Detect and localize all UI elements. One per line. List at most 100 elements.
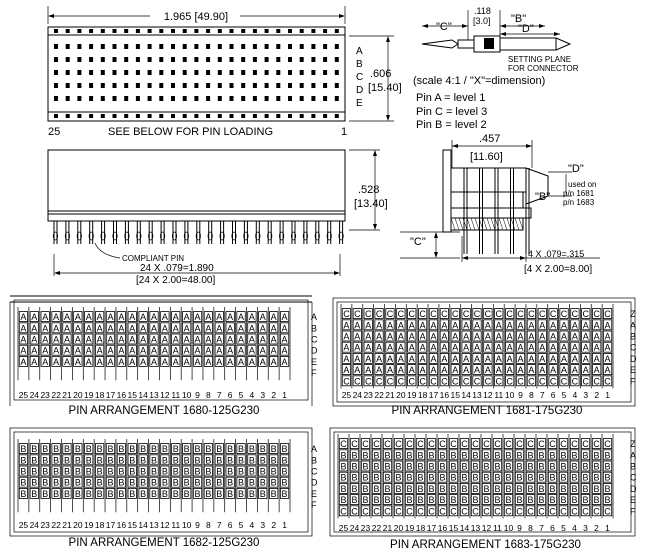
pin-cell: A: [420, 354, 426, 364]
pin-cell: B: [97, 444, 103, 454]
pin-cell: C: [582, 506, 589, 516]
pin-cell: A: [173, 335, 179, 345]
pin-cell: A: [97, 346, 103, 356]
pin-cell: A: [441, 354, 447, 364]
pin-cell: A: [260, 323, 266, 333]
pin-cell: A: [496, 332, 502, 342]
column-number: 9: [195, 520, 200, 530]
pin-cell: C: [373, 506, 380, 516]
pin-cell: B: [373, 462, 379, 472]
pin-cell: B: [351, 462, 357, 472]
pin-cell: C: [387, 309, 394, 319]
pin-cell: B: [86, 478, 92, 488]
pin-cell: A: [539, 320, 545, 330]
pin-cell: A: [216, 312, 222, 322]
top-row-label: C: [356, 72, 363, 83]
pin-cell: B: [549, 450, 555, 460]
pin-cell: B: [107, 444, 113, 454]
level-line: Pin C = level 3: [416, 106, 487, 118]
pin-cell: A: [97, 312, 103, 322]
column-number: 14: [461, 390, 471, 400]
column-number: 5: [562, 390, 567, 400]
pin-cell: A: [343, 365, 349, 375]
pin-cell: C: [539, 309, 546, 319]
pin-cell: C: [561, 376, 568, 386]
pin-cell: B: [118, 467, 124, 477]
pin-cell: B: [162, 467, 168, 477]
pin-cell: A: [64, 335, 70, 345]
pin-cell: C: [419, 309, 426, 319]
column-number: 13: [472, 390, 482, 400]
pin-cell: A: [260, 335, 266, 345]
pin-cell: B: [362, 495, 368, 505]
pin-cell: A: [474, 332, 480, 342]
pin-cell: A: [507, 354, 513, 364]
column-number: 17: [427, 523, 437, 533]
pin-cell: A: [129, 312, 135, 322]
pin-cell: B: [428, 484, 434, 494]
pin-cell: B: [494, 462, 500, 472]
row-letter: D: [630, 354, 637, 364]
column-number: 8: [206, 390, 211, 400]
pin-cell: A: [107, 323, 113, 333]
pin-cell: B: [450, 450, 456, 460]
row-letter: A: [311, 312, 317, 322]
pin-cell: B: [42, 478, 48, 488]
column-number: 9: [518, 390, 523, 400]
pin-cell: A: [572, 365, 578, 375]
pin-cell: A: [31, 357, 37, 367]
pin-cell: B: [195, 478, 201, 488]
pin-cell: B: [195, 444, 201, 454]
pin-cell: B: [64, 467, 70, 477]
pin-cell: B: [97, 489, 103, 499]
pin-cell: B: [516, 473, 522, 483]
pin-cell: B: [227, 489, 233, 499]
pin-cell: C: [408, 309, 415, 319]
pin-cell: B: [406, 450, 412, 460]
pin-cell: A: [282, 346, 288, 356]
column-number: 14: [138, 390, 148, 400]
row-letter: D: [630, 484, 637, 494]
pin-cell: C: [354, 309, 361, 319]
column-number: 4: [250, 390, 255, 400]
top-height-inch: .606: [370, 68, 391, 80]
pin-cell: C: [408, 376, 415, 386]
pin-cell: B: [384, 462, 390, 472]
column-number: 16: [438, 523, 448, 533]
pin-cell: C: [517, 376, 524, 386]
pin-cell: A: [227, 357, 233, 367]
pin-cell: A: [528, 343, 534, 353]
pin-cell: B: [560, 473, 566, 483]
row-letter: E: [630, 365, 636, 375]
pin-cell: A: [452, 332, 458, 342]
row-letter: B: [311, 455, 317, 465]
pin-cell: B: [162, 478, 168, 488]
pin-cell: B: [31, 489, 37, 499]
pin-cell: A: [420, 343, 426, 353]
pin-cell: C: [419, 376, 426, 386]
column-number: 24: [30, 520, 40, 530]
pin-cell: B: [604, 473, 610, 483]
pin-cell: B: [20, 478, 26, 488]
pin-cell: A: [195, 335, 201, 345]
pin-cell: C: [505, 439, 512, 449]
pin-cell: A: [53, 323, 59, 333]
pin-cell: B: [42, 489, 48, 499]
column-number: 14: [460, 523, 470, 533]
pin-cell: C: [343, 309, 350, 319]
pin-cell: B: [461, 495, 467, 505]
column-number: 17: [106, 520, 116, 530]
pin-cell: B: [351, 450, 357, 460]
column-number: 5: [239, 520, 244, 530]
column-number: 12: [160, 520, 170, 530]
pin-cell: B: [205, 467, 211, 477]
pin-cell: C: [538, 439, 545, 449]
pin-cell: A: [398, 365, 404, 375]
pin-cell: C: [593, 309, 600, 319]
pin-cell: A: [430, 343, 436, 353]
pin-cell: A: [195, 323, 201, 333]
column-number: 12: [482, 523, 492, 533]
column-number: 1: [605, 390, 610, 400]
